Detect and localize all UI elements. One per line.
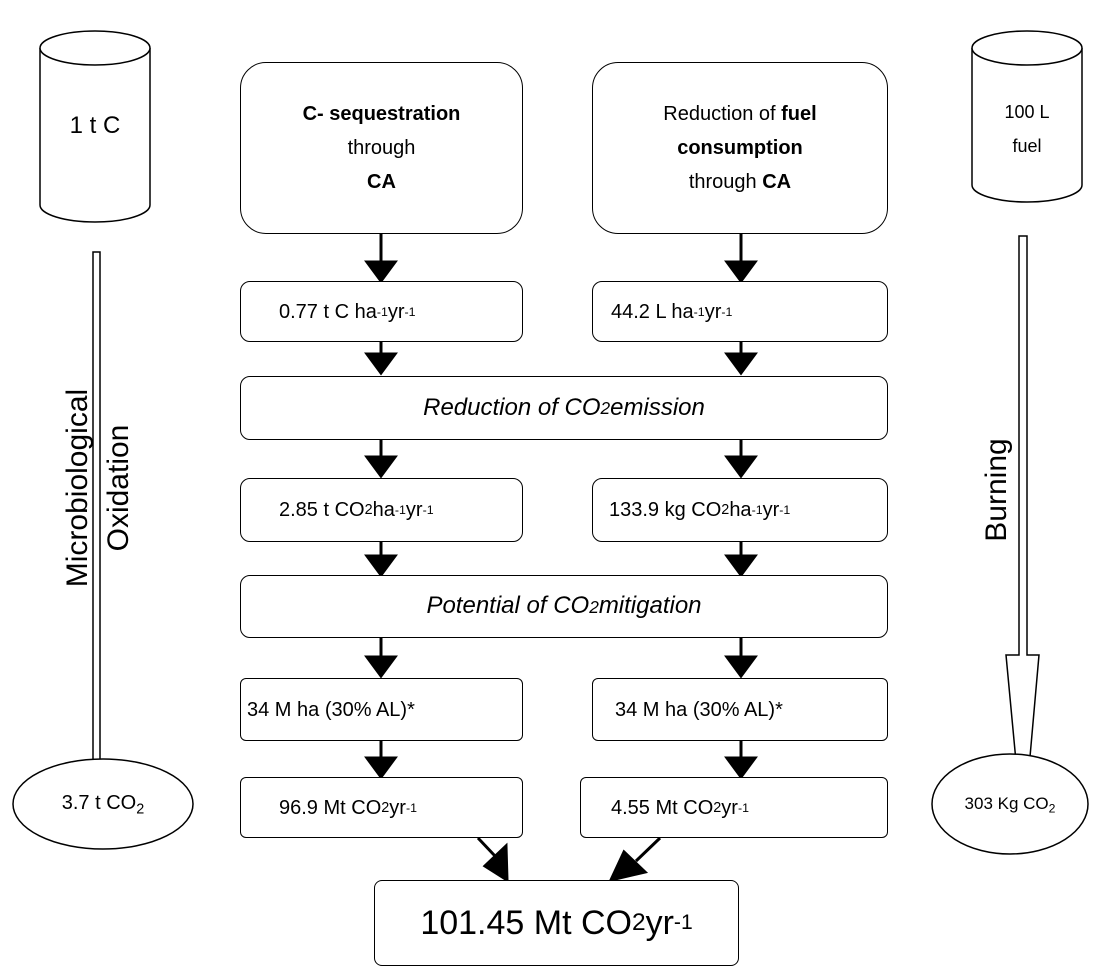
right-ellipse-text: 303 Kg CO — [964, 794, 1049, 813]
reduction-emission-text: Reduction of CO — [423, 393, 601, 421]
grand-total-text: 101.45 Mt CO — [420, 903, 632, 942]
potential-mitigation-text: Potential of CO — [426, 592, 590, 620]
left-cylinder-label: 1 t C — [69, 112, 121, 139]
left-process-label: Microbiological Oxidation — [58, 328, 142, 648]
area-left-box: 34 M ha (30% AL)* — [240, 678, 523, 741]
emission-left-ha: ha — [372, 499, 395, 521]
reduction-emission-post: emission — [610, 393, 705, 421]
emission-left-yr: yr — [405, 499, 423, 521]
total-left-text: 96.9 Mt CO — [279, 796, 382, 819]
flow-arrows — [364, 234, 758, 883]
total-left-yr: yr — [389, 796, 406, 819]
sequestration-ca: CA — [367, 171, 396, 193]
sequestration-title: C- sequestration — [302, 103, 461, 125]
fuel-reduction-through: through — [688, 171, 763, 193]
arrow-right-diagonal — [634, 836, 662, 863]
area-right-text: 34 M ha (30% AL)* — [615, 698, 783, 721]
rate-right-text: 44.2 L ha — [611, 300, 694, 323]
emission-left-text: 2.85 t CO — [279, 499, 365, 521]
left-process-line2: Oxidation — [101, 424, 135, 552]
rate-right-yr: yr — [704, 300, 722, 323]
fuel-reduction-box: Reduction of fuel consumption through CA — [592, 62, 888, 234]
rate-left-text: 0.77 t C ha — [279, 300, 377, 323]
emission-right-text: 133.9 kg CO — [609, 499, 722, 521]
area-left-text: 34 M ha (30% AL)* — [247, 698, 415, 721]
right-cylinder-label: 100 L fuel — [972, 95, 1082, 163]
fuel-reduction-ca: CA — [762, 171, 792, 193]
fuel-reduction-text1: Reduction of — [663, 103, 782, 125]
left-ellipse-shape — [12, 758, 194, 850]
right-cylinder-label-line2: fuel — [1012, 136, 1042, 156]
rate-left-box: 0.77 t C ha-1 yr-1 — [240, 281, 523, 342]
sequestration-box: C- sequestration through CA — [240, 62, 523, 234]
grand-total-yr: yr — [645, 903, 674, 942]
right-hollow-arrow — [1005, 235, 1040, 837]
left-process-line1: Microbiological — [61, 388, 94, 588]
right-ellipse-label: 303 Kg CO2 — [932, 794, 1088, 816]
right-ellipse-shape — [931, 753, 1089, 855]
potential-mitigation-post: mitigation — [598, 592, 702, 620]
fuel-reduction-consumption: consumption — [677, 137, 803, 159]
right-cylinder-label-line1: 100 L — [1004, 102, 1050, 122]
arrow-left-diagonal — [476, 836, 497, 858]
left-ellipse-text: 3.7 t CO — [61, 792, 137, 814]
rate-left-yr: yr — [387, 300, 405, 323]
fuel-reduction-fuel: fuel — [781, 103, 817, 125]
area-right-box: 34 M ha (30% AL)* — [592, 678, 888, 741]
rate-right-box: 44.2 L ha-1 yr-1 — [592, 281, 888, 342]
left-ellipse-sub: 2 — [136, 801, 145, 818]
left-ellipse-label: 3.7 t CO2 — [13, 792, 193, 818]
right-process-label: Burning — [980, 438, 1013, 542]
emission-right-yr: yr — [762, 499, 780, 521]
right-ellipse-sub: 2 — [1048, 801, 1056, 816]
sequestration-through: through — [347, 137, 416, 159]
emission-right-ha: ha — [729, 499, 752, 521]
total-right-yr: yr — [721, 796, 738, 819]
right-cylinder-shape — [971, 30, 1083, 203]
left-cylinder-shape — [39, 30, 151, 223]
total-right-text: 4.55 Mt CO — [611, 796, 714, 819]
